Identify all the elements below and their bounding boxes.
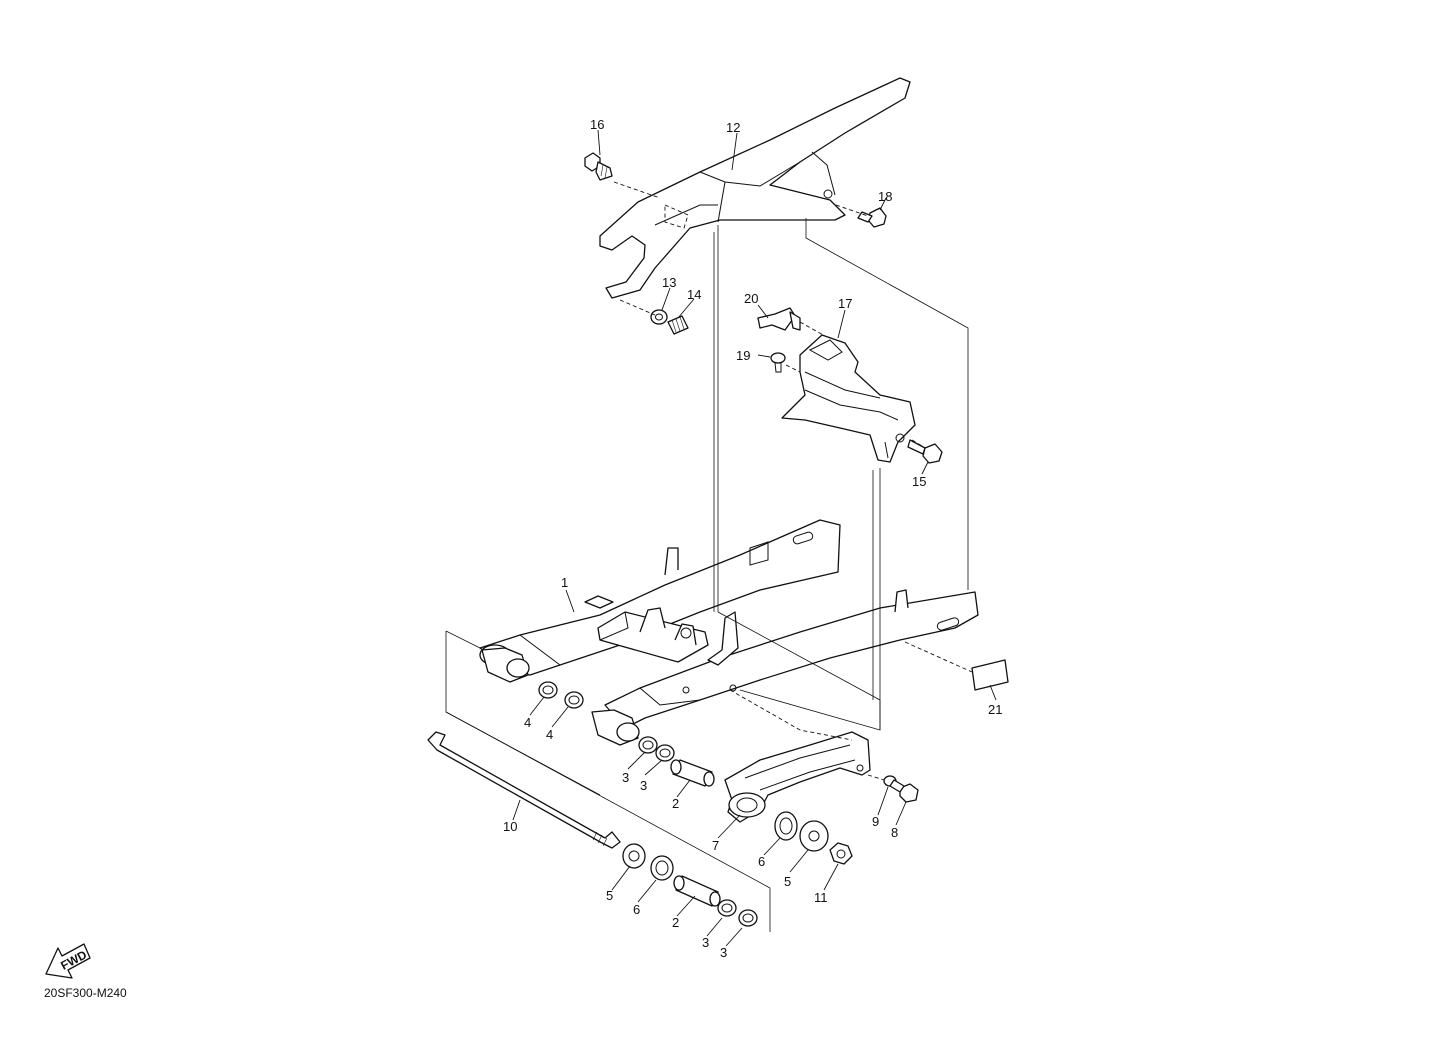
callout-labels: 1 2 2 3 3 3 3 4 4 5 5 6 6 7 8 9 10 11 12… [503,117,1002,960]
collar-13 [650,309,668,325]
chain-guide-17 [781,334,916,463]
callout-2: 2 [672,915,679,930]
callout-7: 7 [712,838,719,853]
callout-11: 11 [814,890,828,905]
bolt-8 [889,779,919,803]
callout-10: 10 [503,819,517,834]
callout-14: 14 [687,287,701,302]
leader-lines [512,129,997,947]
callout-15: 15 [912,474,926,489]
oil-seal-4b [564,691,584,709]
callout-20: 20 [744,291,758,306]
bearing-3d [738,909,758,927]
washer-5b [622,843,646,869]
callout-18: 18 [878,189,892,204]
swingarm [479,519,979,746]
callout-16: 16 [590,117,604,132]
nut-11 [829,842,853,865]
collar-2b [673,875,721,907]
callout-17: 17 [838,296,852,311]
callout-9: 9 [872,814,879,829]
callout-12: 12 [726,120,740,135]
protector-21 [971,659,1009,691]
callout-4: 4 [546,727,553,742]
callout-3: 3 [702,935,709,950]
drawing-code: 20SF300-M240 [44,986,127,1000]
bolt-18 [857,207,887,228]
bolt-16 [584,152,613,181]
bearing-3b [655,744,675,762]
pivot-shaft-10 [427,731,621,849]
bearing-3a [638,736,658,754]
assembly-lines [445,181,973,932]
thrust-cover-6b [650,855,674,881]
rivet-19 [770,352,786,373]
callout-13: 13 [662,275,676,290]
bolt-15 [907,439,943,464]
callout-5: 5 [606,888,613,903]
callout-5: 5 [784,874,791,889]
collar-2a [670,759,715,787]
callout-1: 1 [561,575,568,590]
chain-guard [599,77,911,299]
clamp-20 [757,307,801,331]
chain-puller-7 [724,731,871,823]
callout-2: 2 [672,796,679,811]
callout-4: 4 [524,715,531,730]
callout-8: 8 [891,825,898,840]
callout-3: 3 [640,778,647,793]
callout-6: 6 [758,854,765,869]
callout-6: 6 [633,902,640,917]
bearing-3c [717,899,737,917]
callout-3: 3 [720,945,727,960]
washer-5a [799,820,829,852]
oil-seal-4a [538,681,558,699]
callout-3: 3 [622,770,629,785]
thrust-cover-6a [774,811,798,841]
callout-19: 19 [736,348,750,363]
callout-21: 21 [988,702,1002,717]
fwd-arrow-icon: FWD [45,943,91,979]
bolt-14 [667,315,689,335]
